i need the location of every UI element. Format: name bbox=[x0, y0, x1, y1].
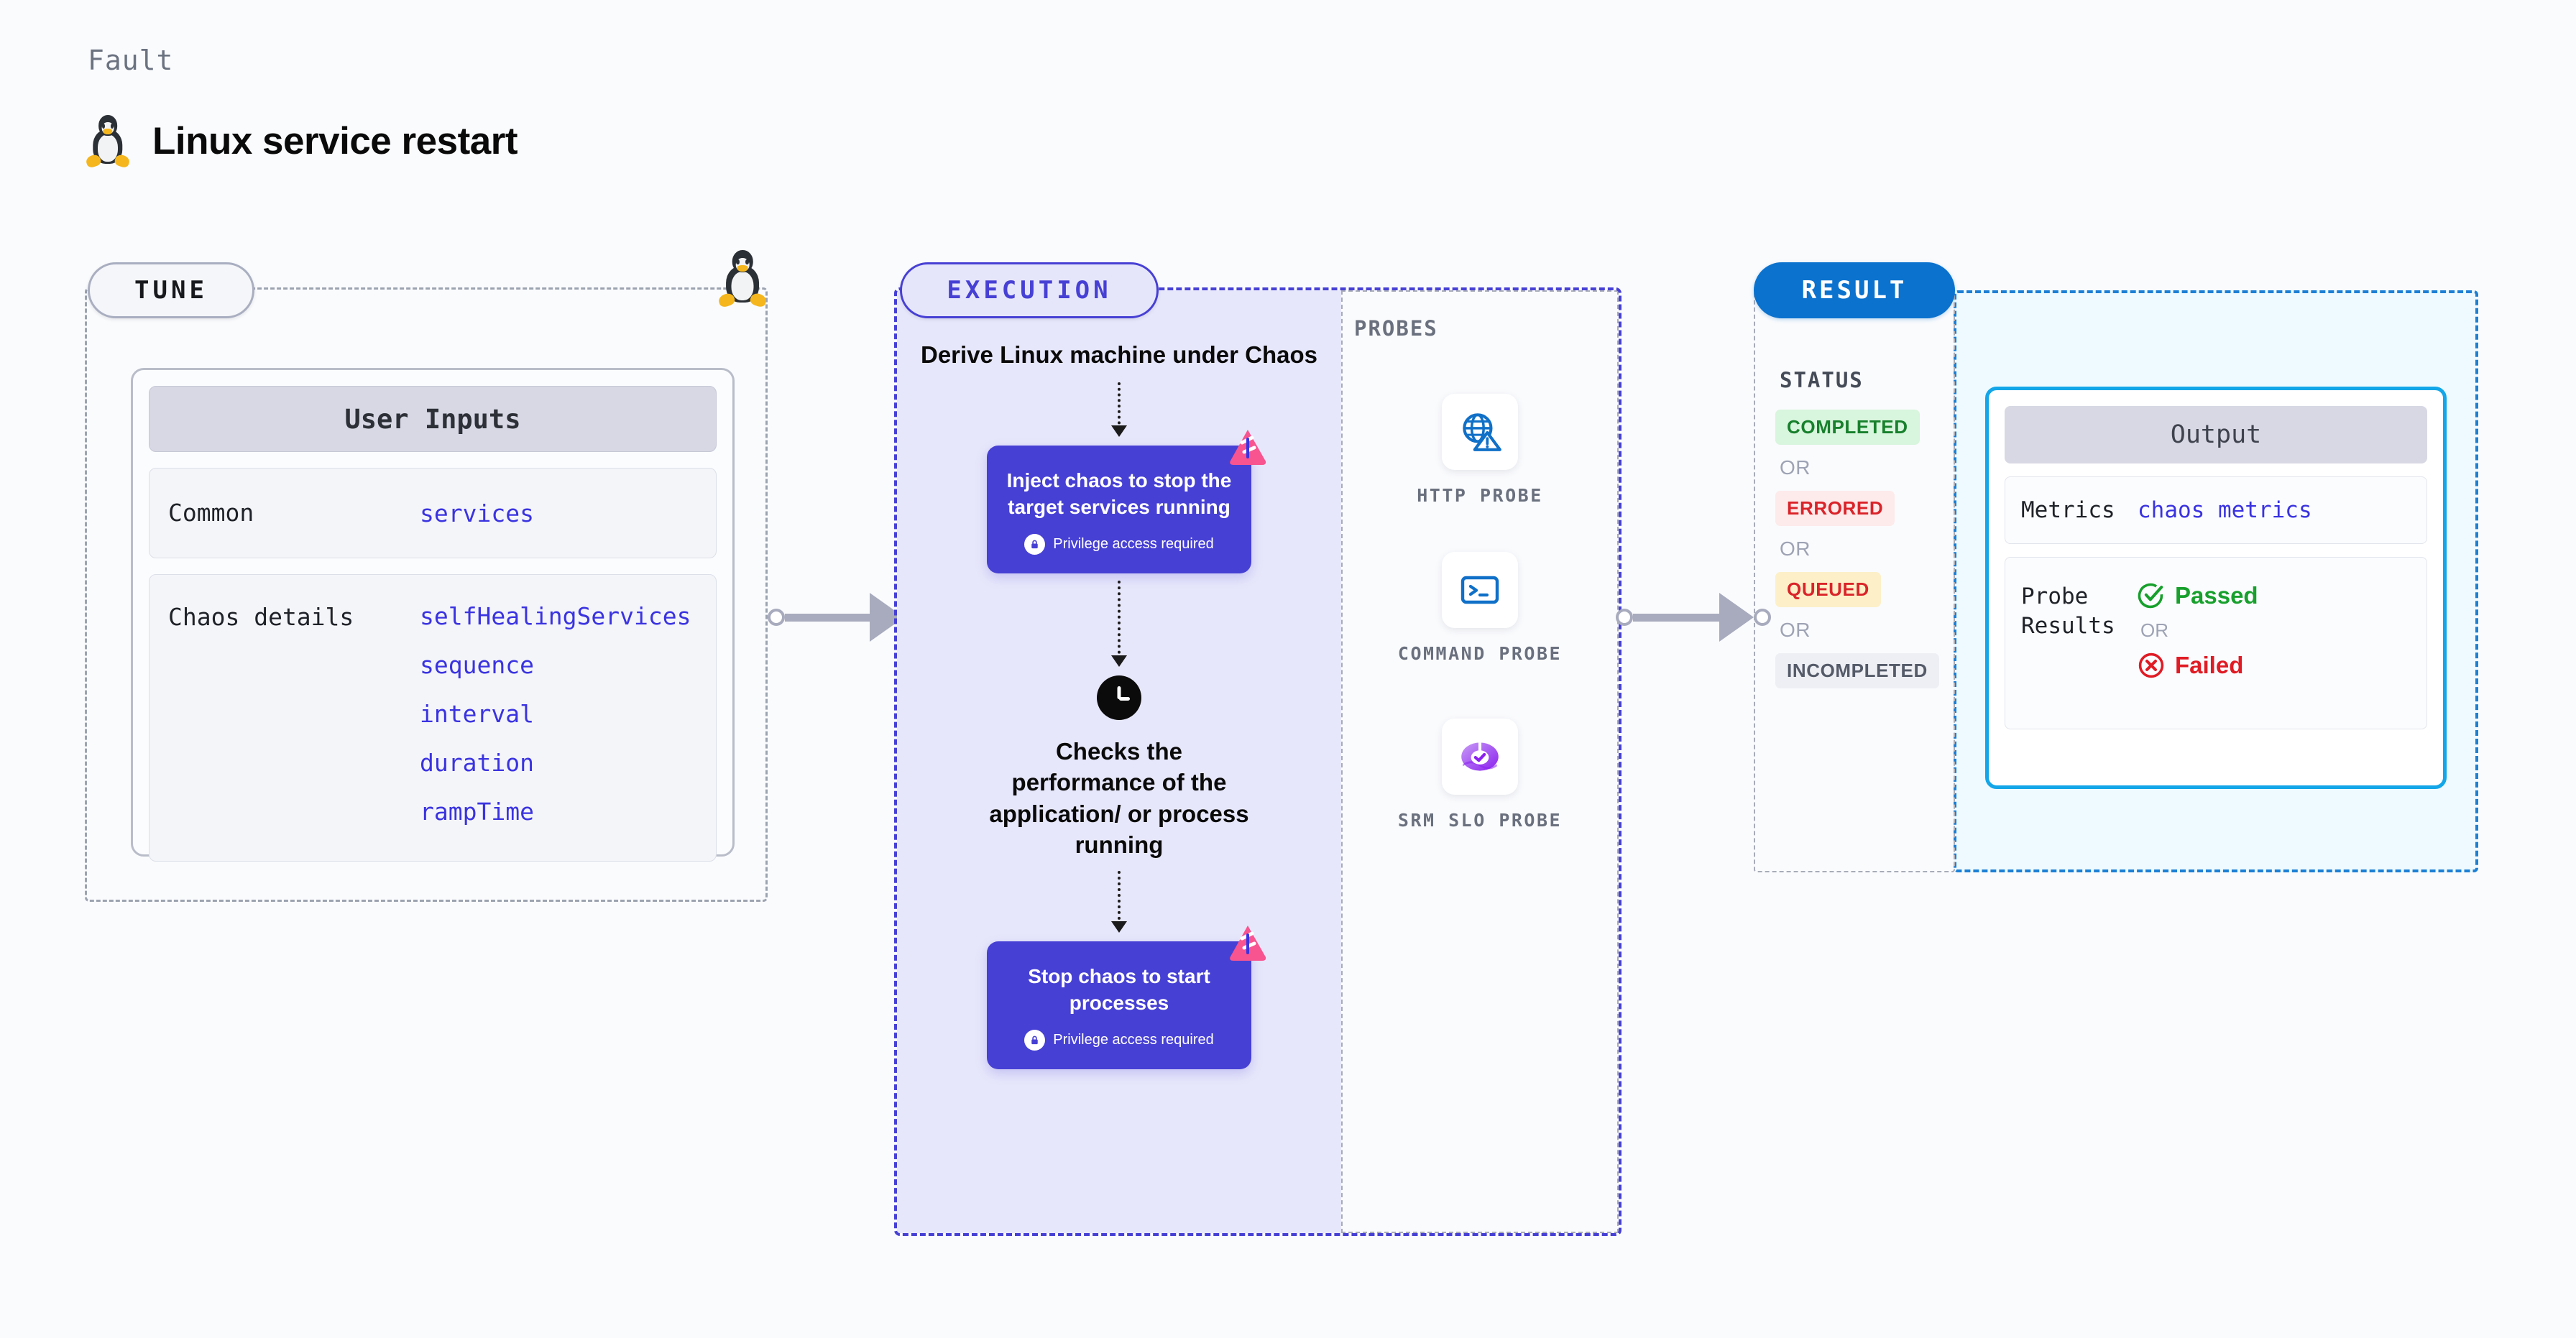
probe-tile bbox=[1442, 719, 1518, 795]
probe-tile bbox=[1442, 552, 1518, 628]
connector-line bbox=[785, 613, 870, 622]
globe-warning-icon bbox=[1463, 413, 1501, 451]
execution-zone bbox=[894, 287, 1622, 1236]
probe-command[interactable]: COMMAND PROBE bbox=[1341, 552, 1619, 666]
flow-arrow bbox=[1111, 580, 1127, 667]
user-inputs-card: User Inputs Common services Chaos detail… bbox=[131, 368, 735, 862]
status-or-2: OR bbox=[1780, 537, 1811, 560]
linux-tux-icon bbox=[85, 115, 131, 169]
param-duration[interactable]: duration bbox=[420, 749, 534, 777]
flow-arrow bbox=[1111, 870, 1127, 933]
input-group-chaos-details: Chaos details selfHealingServices sequen… bbox=[149, 574, 717, 862]
output-row-label: Probe Results bbox=[2021, 583, 2115, 639]
flow-card-inject-chaos[interactable]: Inject chaos to stop the target services… bbox=[987, 429, 1266, 573]
privilege-note-text: Privilege access required bbox=[1053, 1031, 1214, 1048]
connector-start-dot bbox=[1616, 609, 1633, 626]
status-or-3: OR bbox=[1780, 619, 1811, 641]
status-title: STATUS bbox=[1780, 368, 1864, 392]
linux-tux-icon bbox=[717, 250, 768, 309]
status-badge-queued: QUEUED bbox=[1775, 572, 1881, 607]
user-inputs-header: User Inputs bbox=[149, 386, 717, 452]
param-sequence[interactable]: sequence bbox=[420, 651, 534, 679]
connector-arrowhead bbox=[1719, 593, 1754, 642]
probe-http[interactable]: HTTP PROBE bbox=[1341, 394, 1619, 508]
output-metrics-value[interactable]: chaos metrics bbox=[2138, 497, 2312, 524]
page-title: Linux service restart bbox=[152, 119, 518, 162]
probe-verdict-passed: Passed bbox=[2138, 582, 2258, 609]
harness-logo-icon bbox=[1230, 925, 1266, 961]
probe-verdict-label: Failed bbox=[2175, 652, 2244, 679]
param-ramptime[interactable]: rampTime bbox=[420, 798, 534, 826]
param-services[interactable]: services bbox=[420, 499, 534, 527]
output-card: Output Metrics chaos metrics Probe Resul… bbox=[1985, 387, 2447, 789]
privilege-note: Privilege access required bbox=[1006, 533, 1233, 555]
probes-column bbox=[1341, 290, 1619, 1233]
lock-icon bbox=[1024, 1029, 1046, 1051]
status-badge-errored: ERRORED bbox=[1775, 491, 1895, 526]
output-header: Output bbox=[2005, 406, 2427, 463]
probe-srm-slo[interactable]: SRM SLO PROBE bbox=[1341, 719, 1619, 833]
x-circle-icon bbox=[2138, 653, 2164, 678]
output-row-label: Metrics bbox=[2021, 497, 2115, 523]
status-or-1: OR bbox=[1780, 456, 1811, 479]
probes-title: PROBES bbox=[1354, 316, 1438, 341]
connector-start-dot bbox=[768, 609, 785, 626]
connector-end-dot bbox=[1754, 609, 1771, 626]
probe-verdict-or: OR bbox=[2140, 619, 2168, 642]
status-list: COMPLETED OR ERRORED OR QUEUED OR INCOMP… bbox=[1775, 410, 1955, 688]
status-badge-incompleted: INCOMPLETED bbox=[1775, 653, 1939, 688]
input-group-common: Common services bbox=[149, 468, 717, 558]
param-interval[interactable]: interval bbox=[420, 700, 534, 728]
probe-tile bbox=[1442, 394, 1518, 470]
flow-step-derive-machine: Derive Linux machine under Chaos bbox=[921, 341, 1317, 368]
output-row-metrics: Metrics chaos metrics bbox=[2005, 476, 2427, 545]
privilege-note: Privilege access required bbox=[1006, 1029, 1233, 1051]
flow-card-stop-chaos[interactable]: Stop chaos to start processes Privilege … bbox=[987, 925, 1266, 1069]
terminal-icon bbox=[1460, 576, 1499, 604]
probe-verdict-failed: Failed bbox=[2138, 652, 2258, 679]
connector-line bbox=[1633, 613, 1719, 622]
lock-icon bbox=[1024, 533, 1046, 555]
probe-verdict-label: Passed bbox=[2175, 582, 2258, 609]
input-group-label: Chaos details bbox=[168, 603, 354, 631]
tune-zone bbox=[85, 287, 768, 902]
param-selfhealingservices[interactable]: selfHealingServices bbox=[420, 602, 691, 630]
privilege-note-text: Privilege access required bbox=[1053, 535, 1214, 552]
input-group-label: Common bbox=[168, 499, 254, 527]
probe-label: COMMAND PROBE bbox=[1397, 643, 1563, 664]
page-title-row: Linux service restart bbox=[85, 115, 518, 169]
execution-flow: Derive Linux machine under Chaos Inject … bbox=[897, 290, 1341, 1069]
result-pill: RESULT bbox=[1754, 262, 1955, 318]
eyebrow-label: Fault bbox=[88, 45, 174, 76]
clock-icon bbox=[1097, 675, 1141, 720]
probe-label: SRM SLO PROBE bbox=[1397, 810, 1563, 831]
flow-arrow bbox=[1111, 382, 1127, 437]
output-row-probe-results: Probe Results Passed OR Failed bbox=[2005, 557, 2427, 730]
flow-step-checks-performance: Checks the performance of the applicatio… bbox=[989, 737, 1249, 859]
flow-card-title: Inject chaos to stop the target services… bbox=[1006, 469, 1232, 519]
status-badge-completed: COMPLETED bbox=[1775, 410, 1920, 445]
slo-donut-check-icon bbox=[1461, 742, 1499, 771]
flow-card-title: Stop chaos to start processes bbox=[1028, 964, 1210, 1015]
execution-pill: EXECUTION bbox=[900, 262, 1159, 318]
check-circle-icon bbox=[2138, 583, 2163, 609]
tune-pill: TUNE bbox=[88, 262, 254, 318]
connector-execution-to-result bbox=[1616, 593, 1771, 642]
probe-label: HTTP PROBE bbox=[1417, 485, 1543, 506]
harness-logo-icon bbox=[1230, 429, 1266, 465]
